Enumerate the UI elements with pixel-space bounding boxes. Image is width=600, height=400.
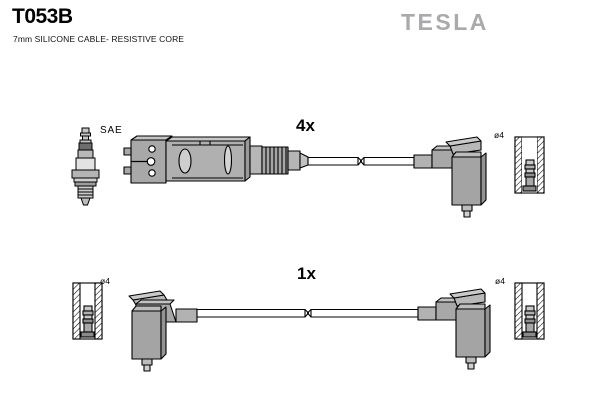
top-cable-assembly: [123, 135, 487, 218]
connector-body: [165, 136, 251, 182]
terminal-tube-top-right: [514, 136, 545, 194]
distributor-cap-connector: [123, 135, 173, 184]
tesla-logo: TESLA: [401, 9, 489, 35]
connector-neck: [249, 145, 309, 175]
right-angle-boot-bottom-left: [128, 290, 198, 372]
diameter-label-top-right: ø4: [494, 130, 504, 140]
diameter-label-bottom-right: ø4: [495, 276, 505, 286]
terminal-tube-bottom-right: [514, 282, 545, 340]
terminal-tube-bottom-left: [72, 282, 103, 340]
right-angle-boot-bottom-right: [417, 288, 491, 370]
bottom-cable-assembly: [128, 288, 491, 372]
spark-plug-icon: [71, 127, 100, 206]
sae-label: SAE: [100, 125, 123, 136]
quantity-label-bottom: 1x: [297, 264, 316, 283]
quantity-label-top: 4x: [296, 116, 315, 135]
right-angle-boot-top: [413, 136, 487, 218]
cable-break-mark-bottom: [304, 309, 312, 318]
page-title: T053B: [12, 5, 73, 28]
part-description: 7mm SILICONE CABLE- RESISTIVE CORE: [13, 34, 185, 44]
diameter-label-bottom-left: ø4: [100, 276, 110, 286]
cable-break-mark: [357, 157, 365, 166]
